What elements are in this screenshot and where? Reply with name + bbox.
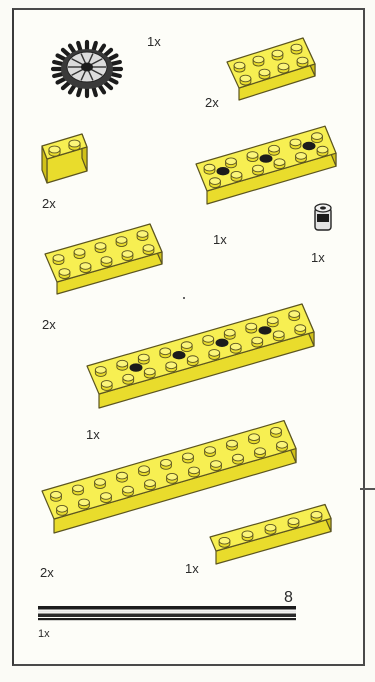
axle-drawing bbox=[38, 604, 300, 626]
frame-edge-stub bbox=[360, 488, 375, 490]
plate-1x4-qty: 1x bbox=[185, 561, 199, 576]
axle-edge bbox=[38, 614, 296, 618]
stud bbox=[288, 518, 299, 528]
stud bbox=[311, 511, 322, 521]
stud bbox=[242, 531, 253, 541]
stud bbox=[219, 537, 230, 547]
axle-qty: 1x bbox=[38, 628, 50, 640]
axle-icon bbox=[38, 604, 300, 626]
axle-highlight bbox=[38, 611, 296, 613]
print-speck bbox=[183, 297, 185, 299]
axle-length-label: 8 bbox=[284, 589, 293, 607]
axle-edge bbox=[38, 606, 296, 610]
stud bbox=[265, 524, 276, 534]
axle-edge bbox=[38, 618, 296, 620]
